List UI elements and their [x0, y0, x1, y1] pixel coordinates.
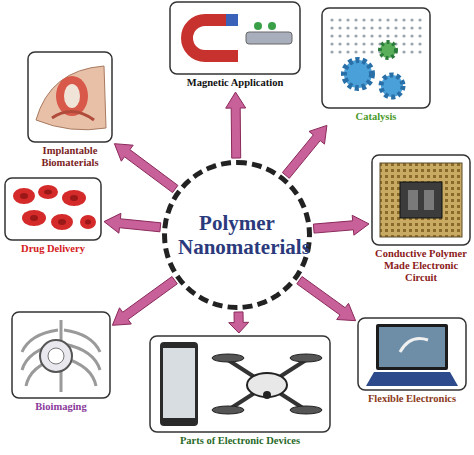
application-node: Flexible Electronics [358, 318, 466, 405]
circuit-picture [372, 155, 470, 245]
application-label: Conductive Polymer Made Electronic Circu… [372, 248, 470, 284]
block-arrow [313, 215, 369, 235]
devices-picture [150, 336, 330, 432]
application-node: Bioimaging [12, 312, 110, 413]
application-label: Drug Delivery [5, 243, 101, 255]
tablet-picture [358, 318, 466, 390]
application-label: Bioimaging [12, 401, 110, 413]
block-arrow [229, 312, 249, 333]
application-node: Implantable Biomaterials [28, 52, 112, 169]
block-arrow [114, 144, 177, 193]
block-arrow [104, 213, 161, 233]
application-node: Parts of Electronic Devices [150, 336, 330, 447]
application-label: Flexible Electronics [358, 393, 466, 405]
block-arrow [112, 277, 177, 326]
magnet-picture [170, 2, 300, 74]
application-node: Magnetic Application [170, 2, 300, 89]
center-title: Polymer Nanomaterials [178, 211, 296, 259]
implant-picture [28, 52, 112, 142]
application-node: Drug Delivery [5, 178, 101, 255]
center-circle: Polymer Nanomaterials [162, 160, 312, 310]
application-label: Parts of Electronic Devices [150, 435, 330, 447]
application-node: Catalysis [322, 8, 430, 123]
blood-cells-picture [5, 178, 101, 240]
block-arrow [282, 125, 327, 178]
catalysis-picture [322, 8, 430, 108]
application-label: Catalysis [322, 111, 430, 123]
application-node: Conductive Polymer Made Electronic Circu… [372, 155, 470, 284]
block-arrow [297, 277, 356, 321]
application-label: Magnetic Application [170, 77, 300, 89]
ribcage-picture [12, 312, 110, 398]
application-label: Implantable Biomaterials [28, 145, 112, 169]
block-arrow [226, 92, 246, 158]
